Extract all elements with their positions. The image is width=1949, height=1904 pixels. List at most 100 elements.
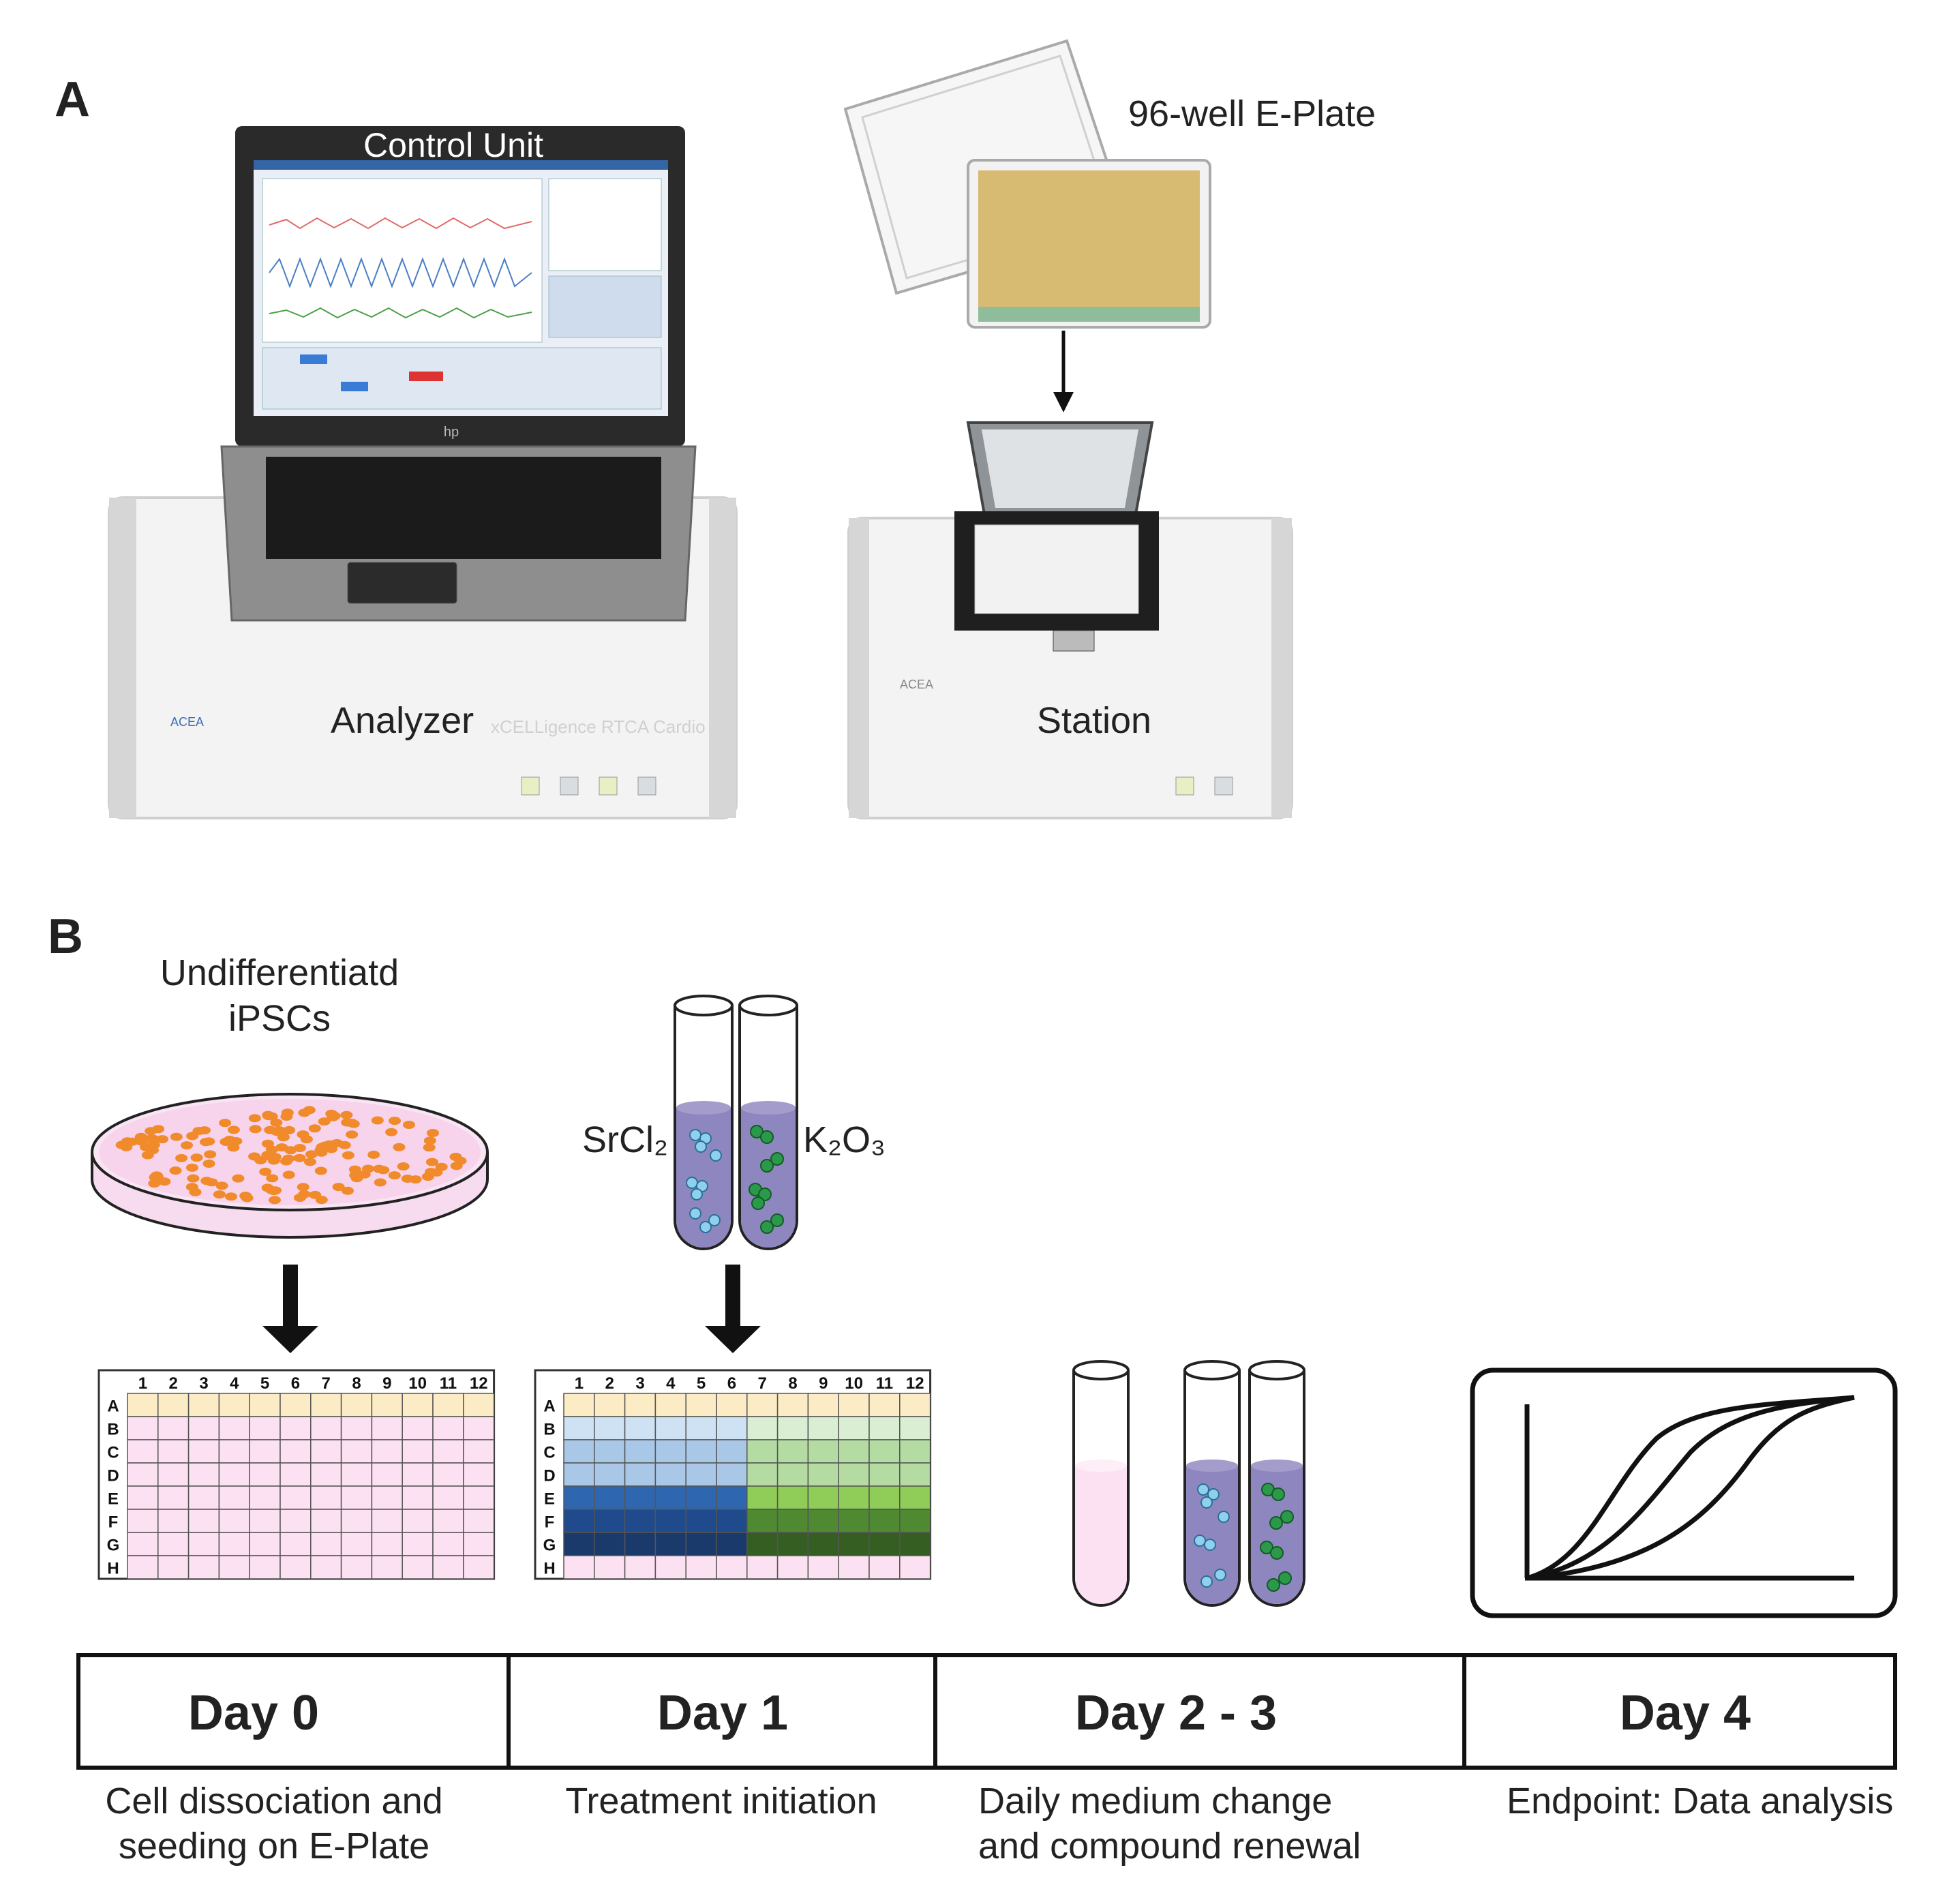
- cell-dot: [204, 1150, 217, 1159]
- plate-well: [249, 1509, 281, 1533]
- plate-column-label: 9: [382, 1374, 391, 1393]
- cell-dot: [266, 1174, 279, 1183]
- plate-well: [310, 1485, 342, 1510]
- analyzer-model: xCELLigence RTCA Cardio: [491, 716, 706, 737]
- plate-well: [157, 1555, 190, 1580]
- cell-dot: [150, 1171, 163, 1180]
- plate-column-label: 6: [291, 1374, 300, 1393]
- cell-dot: [227, 1143, 240, 1152]
- plate-row-label: H: [543, 1560, 555, 1578]
- cell-dot: [388, 1171, 401, 1180]
- plate-well: [187, 1532, 220, 1556]
- plate-well: [807, 1439, 839, 1464]
- plate-column-label: 1: [575, 1374, 584, 1393]
- cell-dot: [403, 1121, 415, 1129]
- plate-well: [807, 1555, 839, 1580]
- cell-dot: [219, 1119, 232, 1128]
- cell-dot: [349, 1171, 362, 1179]
- plate-well: [624, 1532, 656, 1556]
- plate-well: [310, 1532, 342, 1556]
- cell-dot: [140, 1143, 152, 1151]
- plate-column-label: 2: [605, 1374, 614, 1393]
- plate-well: [249, 1462, 281, 1487]
- plate-well: [279, 1509, 312, 1533]
- plate-row-label: A: [543, 1397, 555, 1416]
- tube-srcl2-renewal: [1183, 1360, 1241, 1607]
- plate-well: [624, 1439, 656, 1464]
- cell-dot: [293, 1144, 306, 1152]
- plate-well: [838, 1439, 870, 1464]
- plate-well: [838, 1416, 870, 1440]
- plate-well: [716, 1555, 748, 1580]
- control-unit-laptop: hp: [220, 126, 697, 622]
- cell-dot: [200, 1177, 213, 1185]
- plate-well: [899, 1532, 931, 1556]
- plate-well: [279, 1485, 312, 1510]
- cell-dot: [315, 1148, 328, 1157]
- plate-column-label: 8: [352, 1374, 361, 1393]
- plate-well: [746, 1462, 779, 1487]
- cell-dot: [227, 1125, 240, 1134]
- laptop-brand: hp: [444, 425, 459, 440]
- cell-dot: [373, 1164, 386, 1173]
- cell-dot: [332, 1183, 345, 1192]
- plate-well: [371, 1439, 403, 1464]
- plate-well: [157, 1485, 190, 1510]
- plate-well: [624, 1485, 656, 1510]
- plate-well: [279, 1555, 312, 1580]
- cell-dot: [314, 1166, 327, 1175]
- plate-well: [310, 1439, 342, 1464]
- cell-dot: [185, 1163, 198, 1172]
- plate-well: [249, 1393, 281, 1417]
- plate-well: [776, 1509, 809, 1533]
- plate-column-label: 8: [788, 1374, 797, 1393]
- plate-well: [402, 1555, 434, 1580]
- plate-well: [371, 1532, 403, 1556]
- plate-well: [157, 1439, 190, 1464]
- cell-dot: [248, 1114, 261, 1123]
- plate-well: [838, 1555, 870, 1580]
- cell-dot: [121, 1137, 134, 1146]
- cell-dot: [181, 1141, 193, 1150]
- cell-dot: [340, 1110, 353, 1119]
- plate-well: [187, 1462, 220, 1487]
- plate-well: [310, 1555, 342, 1580]
- plate-well: [899, 1393, 931, 1417]
- plate-column-label: 7: [758, 1374, 767, 1393]
- plate-well: [685, 1393, 717, 1417]
- plate-well: [594, 1462, 626, 1487]
- plate-well: [685, 1462, 717, 1487]
- control-unit-label: Control Unit: [363, 126, 543, 164]
- plate-well: [187, 1555, 220, 1580]
- plate-well: [340, 1393, 373, 1417]
- plate-well: [776, 1416, 809, 1440]
- plate-well: [371, 1485, 403, 1510]
- plate-well: [685, 1439, 717, 1464]
- plate-well: [594, 1555, 626, 1580]
- plate-well: [218, 1416, 250, 1440]
- plate-column-label: 12: [470, 1374, 488, 1393]
- plate-well: [838, 1532, 870, 1556]
- cell-dot: [318, 1117, 331, 1126]
- plate-well: [432, 1439, 464, 1464]
- cell-dot: [239, 1192, 252, 1200]
- analyzer-brand: ACEA: [170, 715, 204, 729]
- cell-dot: [342, 1186, 354, 1195]
- plate-row-label: E: [544, 1490, 555, 1509]
- plate-well: [127, 1532, 159, 1556]
- plate-well: [838, 1393, 870, 1417]
- plate-well: [594, 1439, 626, 1464]
- plate-well: [279, 1532, 312, 1556]
- plate-well: [685, 1416, 717, 1440]
- plate-well: [807, 1393, 839, 1417]
- plate-well: [402, 1532, 434, 1556]
- cell-dot: [423, 1136, 436, 1145]
- plate-row-label: B: [107, 1421, 119, 1439]
- plate-well: [685, 1555, 717, 1580]
- plate-column-label: 12: [906, 1374, 924, 1393]
- plate-column-label: 3: [635, 1374, 644, 1393]
- cell-dot: [347, 1119, 360, 1128]
- plate-well: [218, 1509, 250, 1533]
- plate-well: [746, 1509, 779, 1533]
- plate-well: [249, 1555, 281, 1580]
